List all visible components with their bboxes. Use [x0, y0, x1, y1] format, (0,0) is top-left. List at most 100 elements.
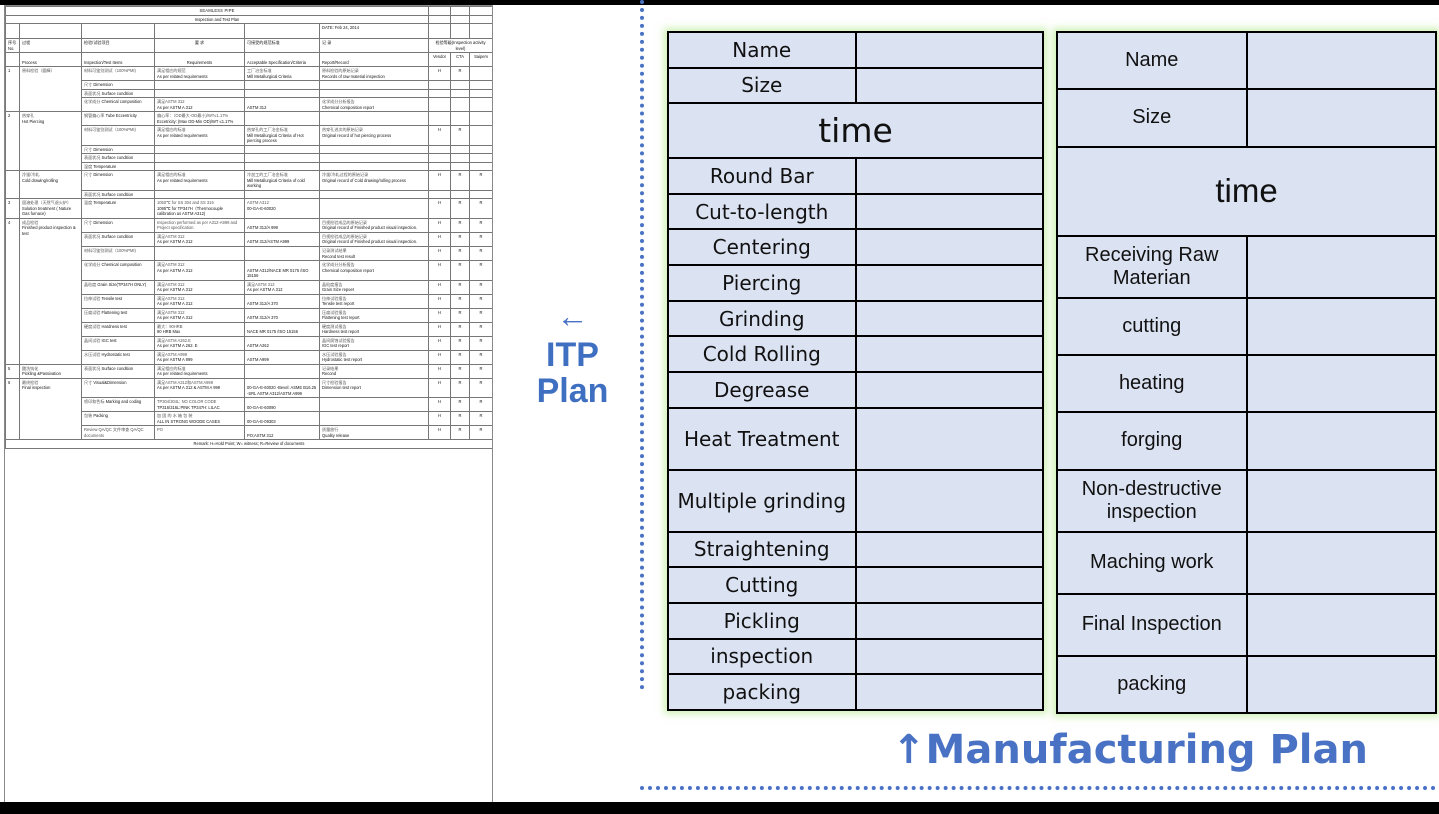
cell-record: [318, 411, 430, 427]
process-step-value[interactable]: [854, 468, 1044, 533]
cell-vendor: [428, 111, 452, 127]
process-step-value[interactable]: [1245, 411, 1437, 471]
cell-spec: [244, 144, 320, 155]
process-value-cell[interactable]: [854, 31, 1044, 69]
cell-record: [318, 153, 430, 163]
cell-saipem: [469, 66, 492, 82]
process-step-value[interactable]: [854, 192, 1044, 231]
process-step-value[interactable]: [854, 566, 1044, 604]
process-value-cell[interactable]: [1245, 88, 1437, 148]
process-label-cell: Size: [1056, 88, 1248, 148]
process-step-value[interactable]: [854, 299, 1044, 338]
process-step-value[interactable]: [854, 371, 1044, 409]
cell-item: 材料可鉴别测试（100%PMI): [81, 245, 155, 262]
process-step-value[interactable]: [1245, 592, 1437, 657]
cell-item: 材料可鉴别测试（100%PMI): [81, 66, 155, 82]
cell-saipem: [469, 161, 492, 172]
process-step-label: Receiving Raw Materian: [1056, 234, 1248, 299]
cell-cta: R: [450, 66, 471, 82]
cell-requirement: Inspection performed as per A312-A999 an…: [154, 217, 245, 233]
top-black-bar: [0, 0, 1439, 5]
process-step-row: Cutting: [667, 566, 1044, 604]
cell-item: 拉伸试验 Tensile test: [81, 293, 155, 309]
process-step-value[interactable]: [854, 673, 1044, 711]
cell-vendor: [428, 161, 452, 172]
process-step-row: Cold Rolling: [667, 335, 1044, 373]
cell-process: 原料检验（圆棒）: [19, 66, 82, 113]
cell-saipem: R: [469, 335, 492, 351]
itp-title-row: SEAMLESS PIPE: [5, 6, 492, 16]
col-cta: CTA: [450, 52, 471, 68]
process-step-value[interactable]: [854, 228, 1044, 267]
cell-cta: R: [450, 125, 471, 146]
process-step-value[interactable]: [1245, 468, 1437, 533]
cell-saipem: R: [469, 411, 492, 427]
cell-saipem: [469, 125, 492, 146]
process-step-value[interactable]: [854, 637, 1044, 676]
process-step-value[interactable]: [854, 601, 1044, 640]
cell-vendor: H: [428, 377, 452, 399]
process-value-cell[interactable]: [1245, 30, 1437, 91]
process-time-row: time: [1056, 145, 1437, 237]
process-step-value[interactable]: [854, 264, 1044, 302]
process-step-label: cutting: [1056, 296, 1248, 357]
process-step-row: heating: [1056, 354, 1437, 414]
itp-plan-label: ← ITP Plan: [510, 300, 635, 409]
cell-vendor: H: [428, 293, 452, 309]
process-label-cell: Name: [667, 31, 857, 69]
col-items-cn: 检验/试验项目: [81, 38, 155, 54]
process-step-value[interactable]: [1245, 354, 1437, 414]
process-step-value[interactable]: [1245, 234, 1437, 299]
cell-item: 尺寸 Dimension: [81, 217, 155, 233]
process-header-row: Name: [1056, 30, 1437, 91]
cell-requirement: [154, 245, 245, 262]
process-step-value[interactable]: [854, 157, 1044, 195]
col-spec-en: Acceptable Specification/Criteria: [244, 52, 320, 68]
cell-vendor: H: [428, 425, 452, 441]
doc-title-1: SEAMLESS PIPE: [5, 6, 430, 16]
cell-item: 晶粒度 Grain Size(TP347H ONLY): [81, 279, 155, 295]
cell-item: 压扁试验 Flattening test: [81, 307, 155, 323]
process-step-value[interactable]: [1245, 654, 1437, 715]
process-step-row: Pickling: [667, 601, 1044, 640]
process-step-value[interactable]: [1245, 296, 1437, 357]
cell-saipem: R: [469, 321, 492, 337]
cell-cta: R: [450, 411, 471, 427]
cell-spec: PO;ASTM 312: [244, 425, 320, 441]
process-time-cell: time: [667, 102, 1044, 160]
itp-plan-line2: Plan: [536, 371, 609, 410]
process-value-cell[interactable]: [854, 66, 1044, 105]
cell-saipem: R: [469, 397, 492, 413]
cell-spec: [244, 245, 320, 262]
process-step-row: Maching work: [1056, 530, 1437, 595]
cell-cta: R: [450, 425, 471, 441]
process-step-value[interactable]: [1245, 530, 1437, 595]
cell-record: [318, 88, 430, 99]
cell-requirement: PO: [154, 425, 245, 441]
process-step-value[interactable]: [854, 530, 1044, 569]
process-step-label: Maching work: [1056, 530, 1248, 595]
col-spec-cn: 可接受的规范标准: [244, 38, 320, 54]
process-step-label: packing: [667, 673, 857, 711]
cell-cta: [450, 97, 471, 113]
cell-cta: R: [450, 231, 471, 247]
itp-date-row: DATE: Feb 24, 2014: [5, 23, 492, 40]
cell-item: 钢管偏心率 Tube Eccentricity: [81, 111, 155, 127]
process-step-value[interactable]: [854, 335, 1044, 373]
cell-no: 2: [5, 111, 20, 172]
cell-no: 6: [5, 377, 20, 441]
process-step-label: Piercing: [667, 264, 857, 302]
cell-item: 温度 Temperature: [81, 198, 155, 219]
cell-record: [318, 80, 430, 90]
process-step-value[interactable]: [854, 406, 1044, 471]
cell-vendor: H: [428, 198, 452, 219]
cell-vendor: [428, 144, 452, 155]
